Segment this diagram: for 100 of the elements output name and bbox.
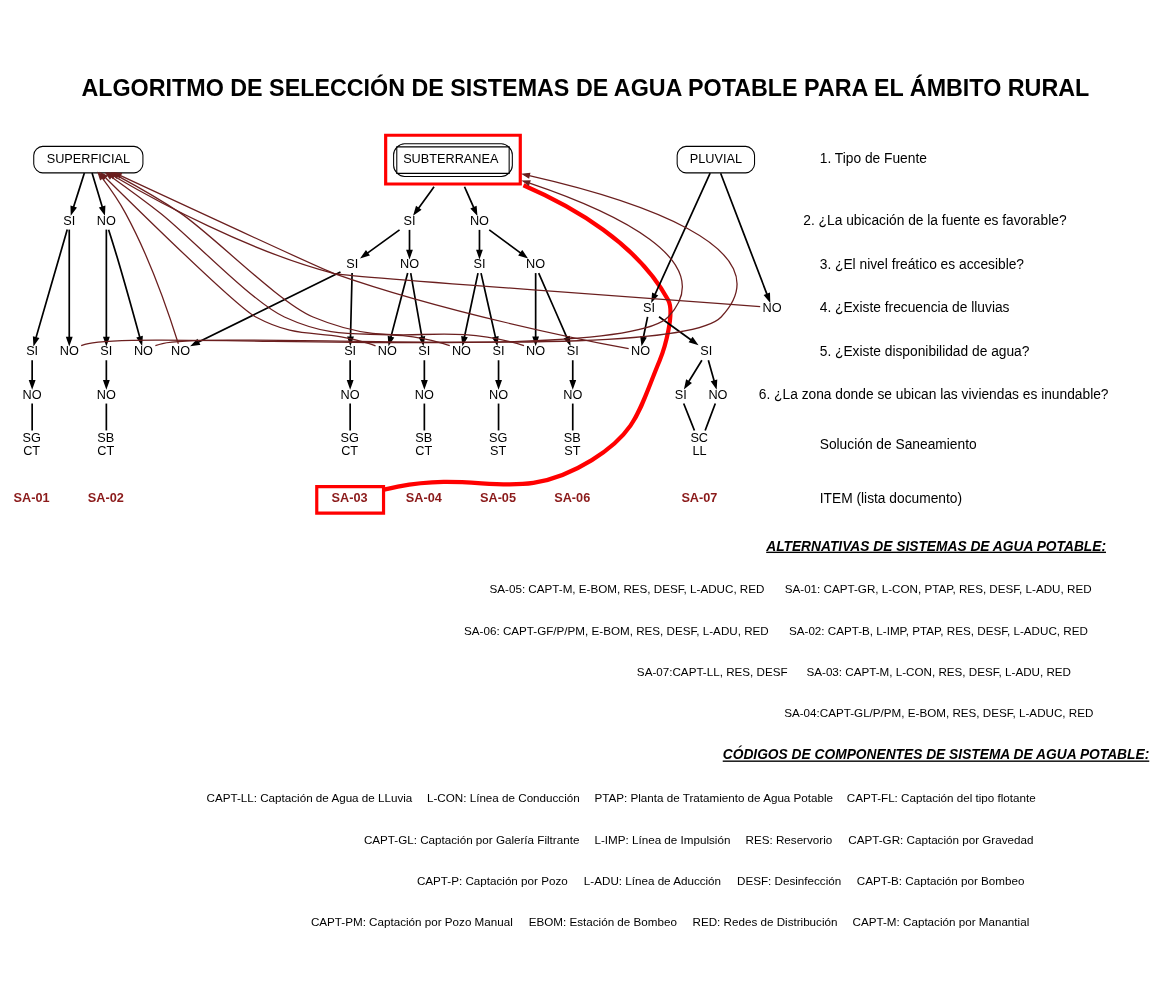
node-text: SB ST [563, 429, 581, 459]
node-text: NO [762, 299, 782, 315]
label: SA-05 [480, 490, 517, 506]
label: SA-06 [554, 490, 591, 506]
node-text: NO [708, 386, 728, 402]
label: CAPT-GL: Captación por Galería Filtrante [363, 832, 580, 846]
label: 3. ¿El nivel freático es accesible? [819, 256, 1025, 272]
connector [423, 402, 426, 432]
node-text: SI [674, 386, 687, 402]
arrow [658, 315, 699, 346]
node-box: SUPERFICIAL [33, 145, 144, 174]
node-text: NO [399, 256, 420, 272]
label: DESF: Desinfección [737, 873, 842, 887]
arrow [532, 272, 540, 347]
node-text: NO [171, 343, 191, 359]
node-text: NO [469, 212, 489, 228]
label: RED: Redes de Distribución [692, 915, 838, 929]
label: SA-07:CAPT-LL, RES, DESF [636, 665, 788, 679]
label: 1. Tipo de Fuente [819, 151, 927, 167]
connector [105, 402, 108, 432]
label: SA-01 [13, 490, 50, 506]
node-text: SI [566, 343, 579, 359]
node-text: SI [643, 299, 656, 315]
arrow [707, 359, 718, 390]
label: SA-07 [681, 490, 718, 506]
label: 2. ¿La ubicación de la fuente es favorable? [803, 213, 1067, 229]
arrow [495, 359, 502, 390]
connector [497, 402, 500, 432]
arrow [102, 359, 110, 390]
label: CAPT-B: Captación por Bombeo [856, 873, 1025, 887]
label: EBOM: Estación de Bombeo [528, 915, 677, 929]
arrow [102, 228, 110, 347]
node-text: SB CT [415, 429, 433, 459]
arrow [190, 271, 342, 347]
arrow [406, 229, 413, 260]
label: CAPT-LL: Captación de Agua de LLuvia [206, 791, 413, 805]
node-text: SI [700, 343, 713, 359]
arrow [463, 185, 478, 216]
arrow [387, 272, 409, 347]
connector [704, 402, 717, 432]
node-text: NO [22, 386, 42, 402]
node-text: SI [63, 212, 76, 228]
label: RES: Reservorio [745, 832, 833, 846]
node-text: SG ST [489, 429, 508, 459]
node-text: NO [96, 386, 116, 402]
node-text: SB CT [97, 429, 115, 459]
node-text: NO [563, 386, 583, 402]
node-text: SI [344, 343, 357, 359]
node-text: NO [377, 343, 397, 359]
label: ALTERNATIVAS DE SISTEMAS DE AGUA POTABLE: [766, 538, 1107, 554]
label: CAPT-P: Captación por Pozo [416, 873, 568, 887]
label: CÓDIGOS DE COMPONENTES DE SISTEMA DE AGUA POTABLE: [722, 747, 1150, 763]
arrow [28, 359, 36, 390]
connector [571, 402, 574, 432]
node-text: NO [414, 386, 434, 402]
arrow [683, 359, 703, 390]
node-box: PLUVIAL [676, 145, 756, 174]
diagram-title: ALGORITMO DE SELECCIÓN DE SISTEMAS DE AGUA POTABLE PARA EL ÁMBITO RURAL [81, 75, 1090, 102]
label: CAPT-GR: Captación por Gravedad [848, 832, 1034, 846]
arrow [32, 228, 69, 347]
label: SA-02: CAPT-B, L-IMP, PTAP, RES, DESF, L-ADUC, RED [788, 623, 1088, 637]
node-text: SI [473, 256, 486, 272]
connector [31, 402, 33, 432]
connector [349, 402, 351, 432]
node-text: NO [526, 343, 546, 359]
node-text: SI [26, 343, 39, 359]
arrow [488, 229, 529, 259]
node-text: SC LL [690, 429, 709, 459]
arrow [413, 185, 435, 216]
node-text: SI [100, 343, 113, 359]
label: L-CON: Línea de Conducción [427, 791, 580, 805]
node-text: SI [346, 256, 359, 272]
arrow [461, 272, 479, 347]
arrow [651, 172, 711, 303]
node-text: NO [526, 256, 546, 272]
arrow [65, 228, 73, 347]
node-text: SI [492, 343, 505, 359]
arrow [420, 359, 428, 390]
node-box: SUBTERRANEA [384, 133, 522, 186]
label: 6. ¿La zona donde se ubican las viviendas es inundable? [758, 387, 1109, 403]
arrow [360, 229, 401, 259]
label: SA-03: CAPT-M, L-CON, RES, DESF, L-ADU, RED [806, 665, 1072, 679]
connector [682, 402, 696, 432]
node-text: NO [340, 386, 360, 402]
label: SA-02 [87, 490, 124, 506]
node-text: SI [418, 343, 431, 359]
label: L-ADU: Línea de Aducción [583, 873, 722, 887]
label: 5. ¿Existe disponibilidad de agua? [819, 343, 1030, 359]
label: SA-06: CAPT-GF/P/PM, E-BOM, RES, DESF, L-ADU, RED [464, 623, 769, 637]
node-text: SG CT [340, 429, 359, 459]
node-text: SG CT [22, 429, 41, 459]
label: SA-04 [405, 490, 442, 506]
label: ITEM (lista documento) [819, 491, 963, 507]
label: Solución de Saneamiento [819, 436, 977, 452]
label: SA-04:CAPT-GL/P/PM, E-BOM, RES, DESF, L-ADUC, RED [784, 706, 1094, 720]
arrow [640, 315, 649, 347]
label: SA-05: CAPT-M, E-BOM, RES, DESF, L-ADUC, RED [489, 582, 765, 596]
node-text: NO [631, 343, 651, 359]
node-text: NO [489, 386, 509, 402]
label: SA-01: CAPT-GR, L-CON, PTAP, RES, DESF, L-ADU, RED [784, 582, 1092, 596]
